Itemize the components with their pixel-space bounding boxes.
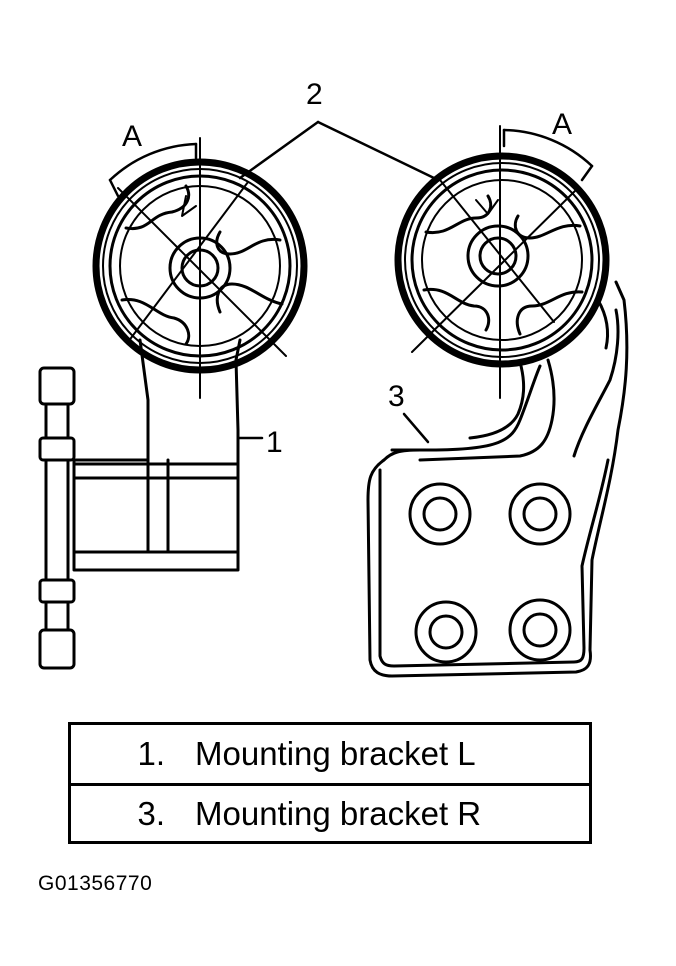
legend-number: 1. [137, 735, 165, 772]
leader-2-left [238, 120, 320, 180]
legend-text: Mounting bracket R [195, 794, 482, 832]
mounting-bracket-l [72, 338, 242, 572]
leader-2-right [316, 120, 436, 180]
callout-a-right: A [552, 108, 572, 141]
right-bushing [394, 125, 610, 399]
left-flange-plate [38, 366, 76, 670]
left-angle-arc [108, 142, 198, 198]
callout-2: 2 [306, 78, 323, 111]
legend-row: 1. Mounting bracket L [71, 725, 589, 783]
callout-1: 1 [266, 426, 283, 459]
legend-number: 3. [137, 794, 165, 832]
left-bushing [92, 137, 308, 399]
legend-row: 3. Mounting bracket R [71, 783, 589, 841]
left-mount-assembly [38, 137, 308, 670]
engine-mount-diagram: 2 A A 1 3 [38, 78, 629, 678]
leader-lines [236, 120, 436, 444]
figure-code: G01356770 [38, 872, 153, 895]
callout-3: 3 [388, 380, 405, 413]
legend-table: 1. Mounting bracket L 3. Mounting bracke… [68, 722, 592, 844]
right-mount-assembly [366, 125, 629, 678]
leader-3 [402, 412, 430, 444]
right-angle-arc [502, 128, 594, 182]
callout-a-left: A [122, 120, 142, 153]
legend-text: Mounting bracket L [195, 735, 476, 772]
right-bracket-bolt-holes [408, 482, 572, 664]
mounting-bracket-r [366, 280, 629, 678]
